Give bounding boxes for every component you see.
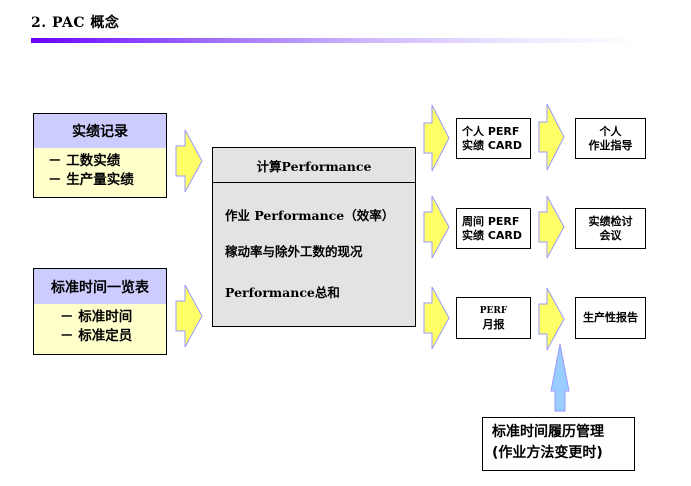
page-title: 2. PAC 概念: [31, 15, 120, 31]
action-line: 会议: [599, 228, 622, 242]
note-line: 标准时间履历管理: [492, 424, 604, 440]
right-arrow-icon: [175, 284, 203, 348]
report-line: PERF: [479, 306, 508, 316]
calc-line: Performance总和: [225, 285, 340, 300]
input-box-actual-records: 实绩记录 － 工数实绩 － 生产量实绩: [33, 113, 167, 198]
right-arrow-icon: [538, 103, 565, 171]
calc-box-header: 计算Performance: [213, 148, 415, 183]
right-arrow-icon: [423, 104, 450, 172]
action-line: 实绩检讨: [588, 214, 633, 228]
list-item: － 标准时间: [60, 309, 133, 325]
action-box-review-meeting: 实绩检讨 会议: [575, 208, 646, 249]
input-box-body: － 标准时间 － 标准定员: [34, 304, 166, 354]
list-item: － 生产量实绩: [48, 172, 134, 188]
right-arrow-icon: [175, 129, 203, 193]
report-line: 周间 PERF: [462, 214, 520, 228]
input-box-body: － 工数实绩 － 生产量实绩: [34, 148, 166, 197]
title-underline: [31, 38, 641, 43]
list-item: － 标准定员: [60, 328, 133, 344]
action-box-productivity-report: 生产性报告: [575, 297, 646, 339]
note-line: (作业方法变更时): [492, 445, 603, 461]
action-box-personal-guidance: 个人 作业指导: [575, 118, 646, 159]
report-line: 实绩 CARD: [462, 138, 523, 152]
input-box-standard-time-list: 标准时间一览表 － 标准时间 － 标准定员: [33, 268, 167, 355]
standard-time-history-box: 标准时间履历管理 (作业方法变更时): [482, 417, 635, 471]
report-line: 个人 PERF: [462, 124, 520, 138]
action-line: 个人: [599, 124, 622, 138]
report-box-weekly-perf-card: 周间 PERF 实绩 CARD: [456, 208, 531, 249]
report-line: 实绩 CARD: [462, 228, 523, 242]
calc-line: 稼动率与除外工数的现况: [225, 244, 363, 259]
report-line: 月报: [482, 318, 505, 331]
right-arrow-icon: [538, 287, 565, 351]
action-line: 生产性报告: [583, 311, 638, 324]
up-arrow-icon: [550, 343, 570, 412]
calc-performance-box: 计算Performance 作业 Performance（效率） 稼动率与除外工…: [212, 147, 416, 327]
input-box-header: 标准时间一览表: [34, 269, 166, 305]
list-item: － 工数实绩: [48, 153, 121, 169]
report-box-perf-monthly: PERF 月报: [456, 297, 531, 339]
action-line: 作业指导: [588, 138, 633, 152]
calc-line: 作业 Performance（效率）: [225, 208, 395, 223]
report-box-personal-perf-card: 个人 PERF 实绩 CARD: [456, 118, 531, 159]
right-arrow-icon: [423, 195, 450, 259]
input-box-header: 实绩记录: [34, 114, 166, 149]
right-arrow-icon: [538, 195, 565, 259]
right-arrow-icon: [423, 286, 450, 350]
